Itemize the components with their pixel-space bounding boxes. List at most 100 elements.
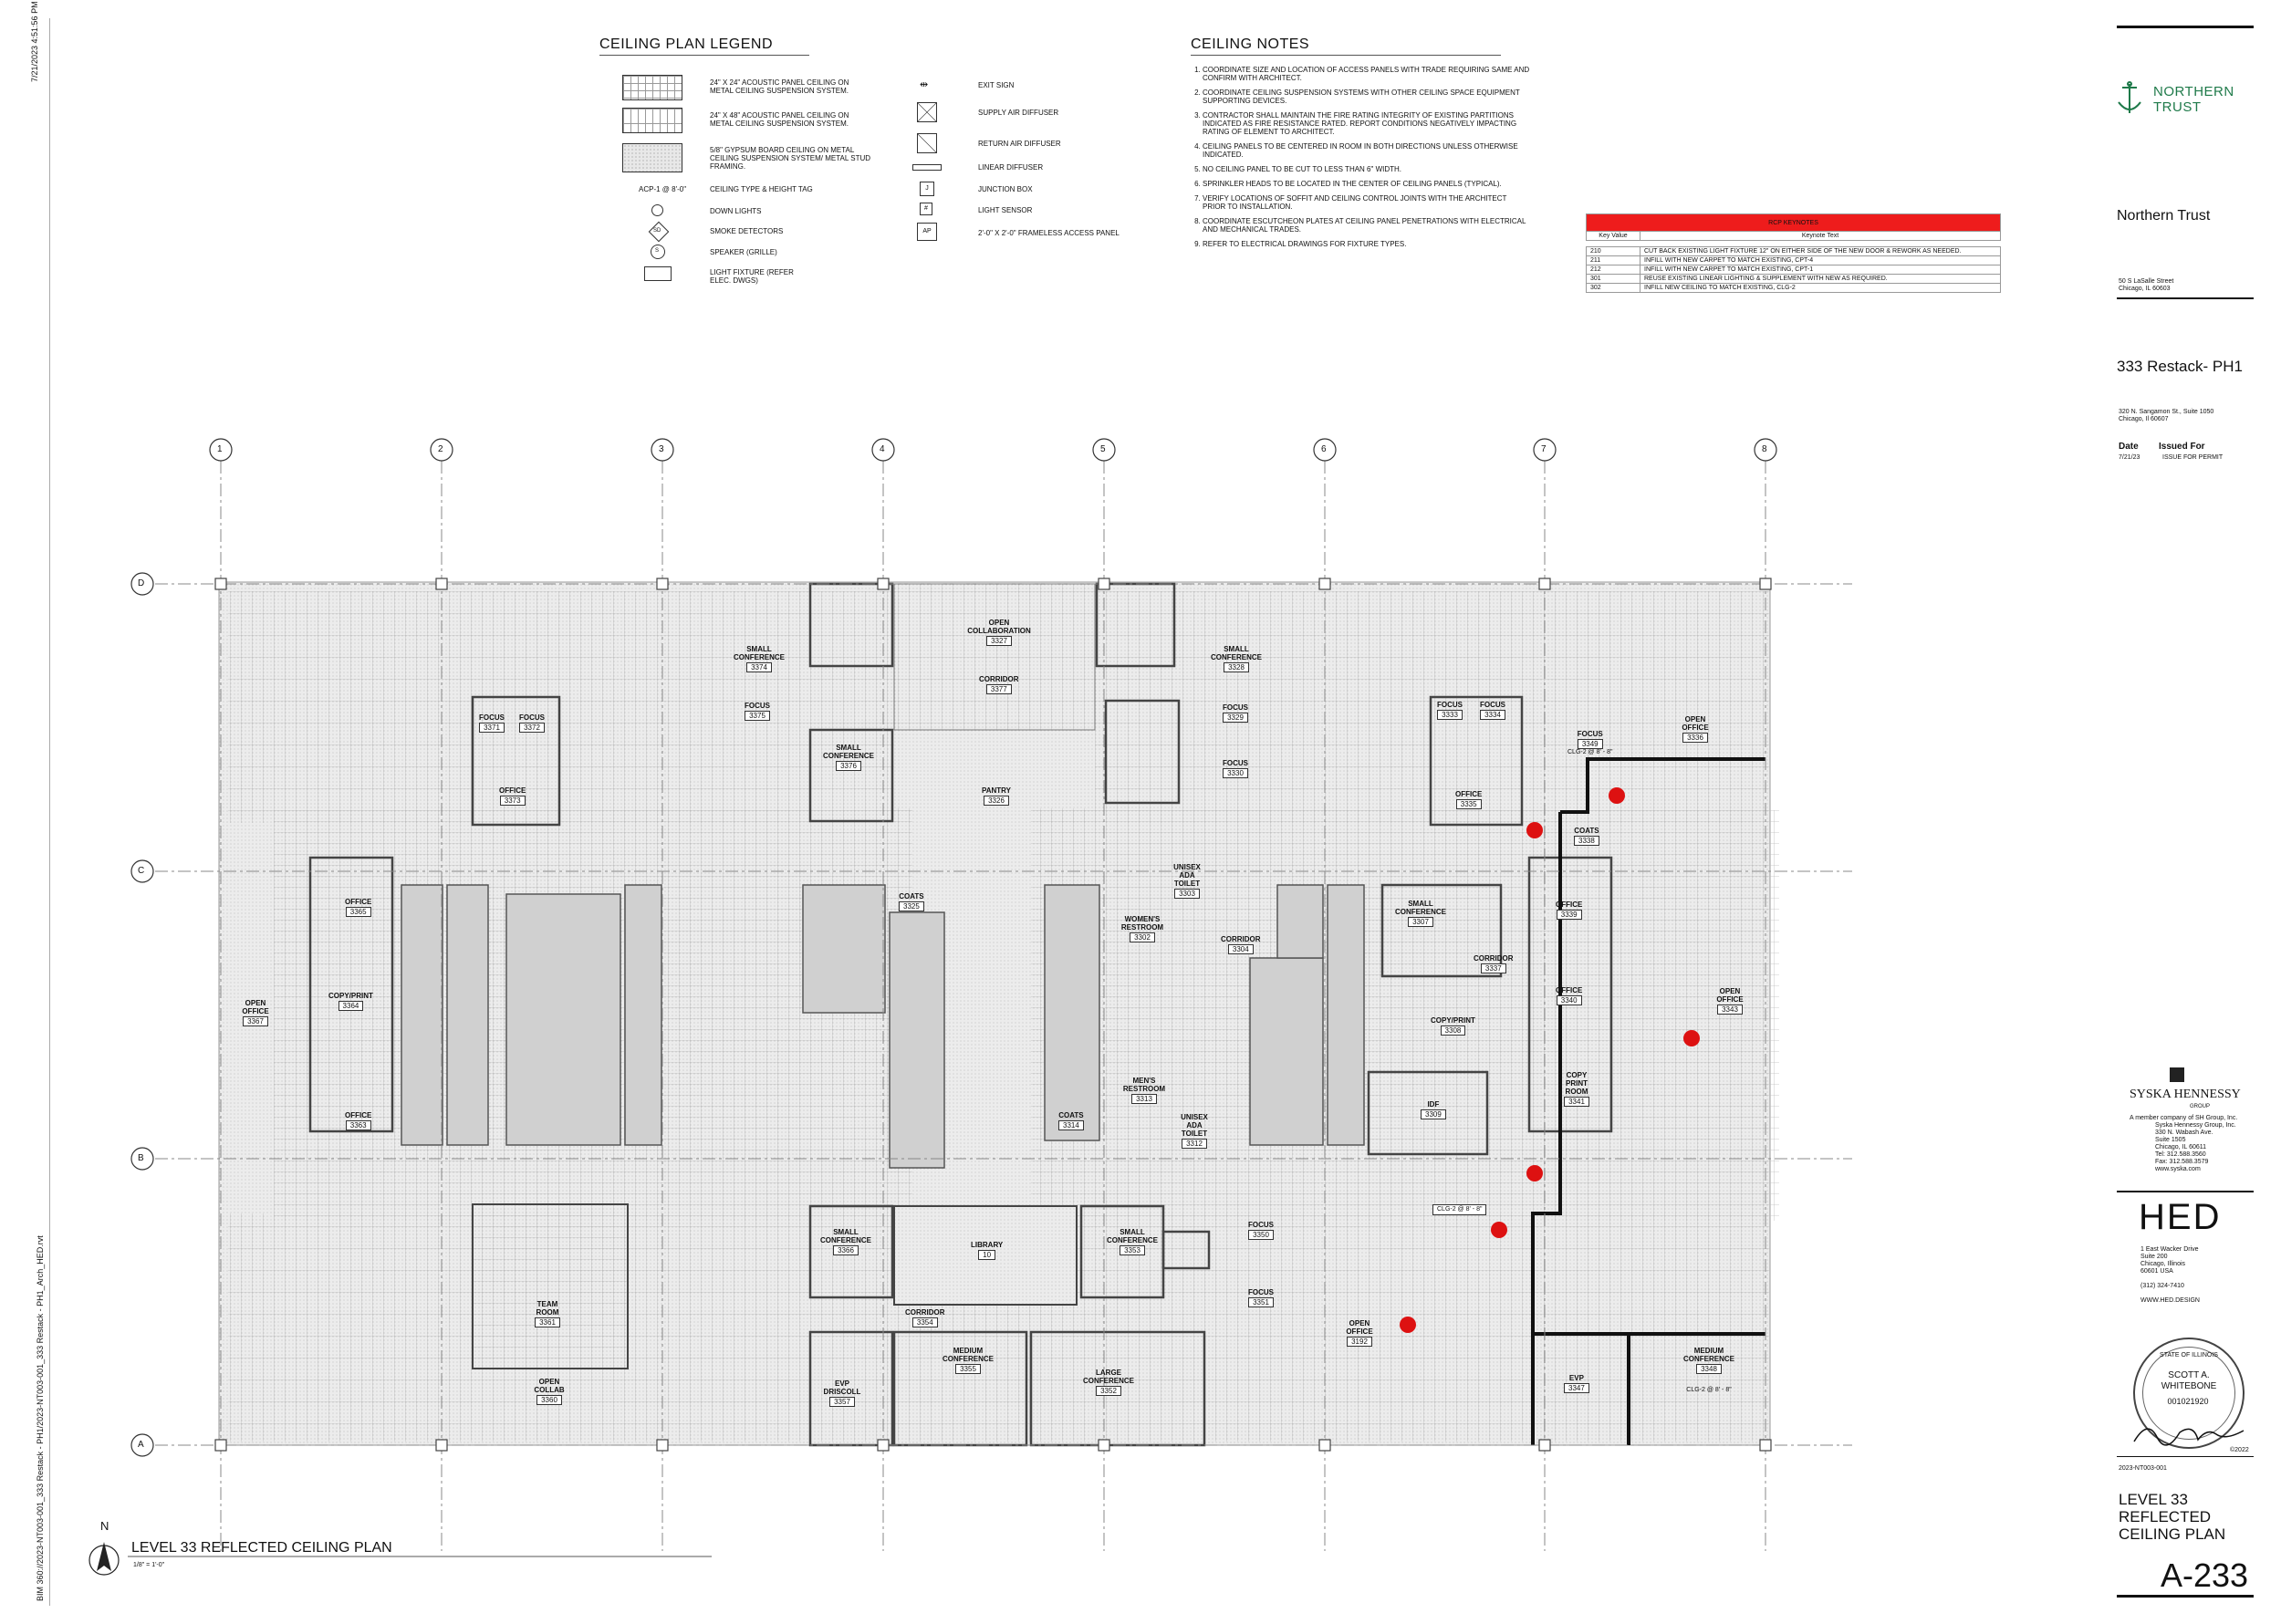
ceiling-notes-list: COORDINATE SIZE AND LOCATION OF ACCESS P… [1177, 66, 1531, 255]
wall [1095, 582, 1176, 668]
architect-seal: STATE OF ILLINOIS SCOTT A.WHITEBONE 0010… [2133, 1338, 2245, 1449]
grid-label-C: C [138, 866, 145, 876]
plan-scale: 1/8" = 1'-0" [133, 1562, 165, 1568]
sheet-number: A-233 [2161, 1556, 2249, 1594]
left-border-line [49, 18, 50, 1606]
notes-title-underline [1191, 55, 1501, 56]
syska-group: GROUP [2190, 1104, 2211, 1109]
note-item: NO CEILING PANEL TO BE CUT TO LESS THAN … [1203, 165, 1531, 173]
wall [1380, 883, 1503, 978]
note-item: COORDINATE CEILING SUSPENSION SYSTEMS WI… [1203, 88, 1531, 105]
note-item: COORDINATE SIZE AND LOCATION OF ACCESS P… [1203, 66, 1531, 82]
legend-item: RETURN AIR DIFFUSER [978, 140, 1061, 148]
legend-item: SUPPLY AIR DIFFUSER [978, 109, 1059, 117]
notes-title: CEILING NOTES [1191, 36, 1310, 52]
access-panel-icon: AP [917, 223, 937, 241]
wall [1527, 856, 1613, 1133]
copyright: ©2022 [2230, 1447, 2249, 1453]
legend-item: LIGHT SENSOR [978, 206, 1033, 214]
light-fixture-icon [644, 266, 672, 281]
linear-diffuser-icon [912, 164, 942, 171]
grid-label-4: 4 [880, 444, 885, 454]
issued-header: Issued For [2159, 442, 2205, 452]
legend-item: LINEAR DIFFUSER [978, 163, 1044, 172]
return-diffuser-icon [917, 133, 937, 153]
exit-sign-icon: ⇹ [920, 79, 929, 90]
north-label: N [100, 1519, 109, 1533]
acoustic-24x48-swatch [622, 108, 682, 133]
keynote-marker [1526, 1165, 1543, 1182]
keynotes-col-text: Keynote Text [1640, 231, 2001, 241]
acoustic-24x24-swatch [622, 75, 682, 100]
grid-label-5: 5 [1100, 444, 1106, 454]
core-shaft [1276, 884, 1324, 959]
legend-item: 24" X 24" ACOUSTIC PANEL CEILING ON META… [710, 78, 849, 95]
speaker-label: S [655, 248, 660, 254]
note-item: COORDINATE ESCUTCHEON PLATES AT CEILING … [1203, 217, 1531, 234]
east-wing-boundary [1560, 757, 1765, 814]
issue-purpose: ISSUE FOR PERMIT [2162, 454, 2224, 461]
legend-item: 24" X 48" ACOUSTIC PANEL CEILING ON META… [710, 111, 849, 128]
smoke-detector-label: SD [653, 228, 661, 234]
core-shaft [624, 884, 662, 1146]
keynotes-header: RCP KEYNOTES [1586, 213, 2001, 232]
keynote-text: INFILL NEW CEILING TO MATCH EXISTING, CL… [1640, 283, 2001, 293]
legend-title: CEILING PLAN LEGEND [599, 36, 773, 52]
grid-label-8: 8 [1762, 444, 1767, 454]
syska-name: SYSKA HENNESSY [2130, 1088, 2241, 1101]
wall [1161, 1230, 1211, 1270]
speaker-icon [651, 245, 665, 259]
grid-label-7: 7 [1541, 444, 1547, 454]
wall [1367, 1070, 1489, 1156]
grid-label-B: B [138, 1153, 144, 1163]
note-item: SPRINKLER HEADS TO BE LOCATED IN THE CEN… [1203, 180, 1531, 188]
keynote-markers [1400, 787, 1700, 1333]
keynote-marker [1400, 1317, 1416, 1333]
grid-label-6: 6 [1321, 444, 1327, 454]
legend-item: SPEAKER (GRILLE) [710, 248, 777, 256]
legend-item: EXIT SIGN [978, 81, 1015, 89]
core-shaft [889, 911, 945, 1169]
keynote-marker [1683, 1030, 1700, 1046]
core-shaft [505, 893, 621, 1146]
legend-item: 2'-0" X 2'-0" FRAMELESS ACCESS PANEL [978, 229, 1120, 237]
grid-label-2: 2 [438, 444, 443, 454]
client-name: Northern Trust [2117, 208, 2211, 224]
legend-item: DOWN LIGHTS [710, 207, 762, 215]
signature [2133, 1428, 2245, 1446]
core-shaft [401, 884, 443, 1146]
wall [1104, 699, 1181, 805]
hed-logo: HED [2139, 1197, 2222, 1237]
wall [1429, 695, 1524, 827]
